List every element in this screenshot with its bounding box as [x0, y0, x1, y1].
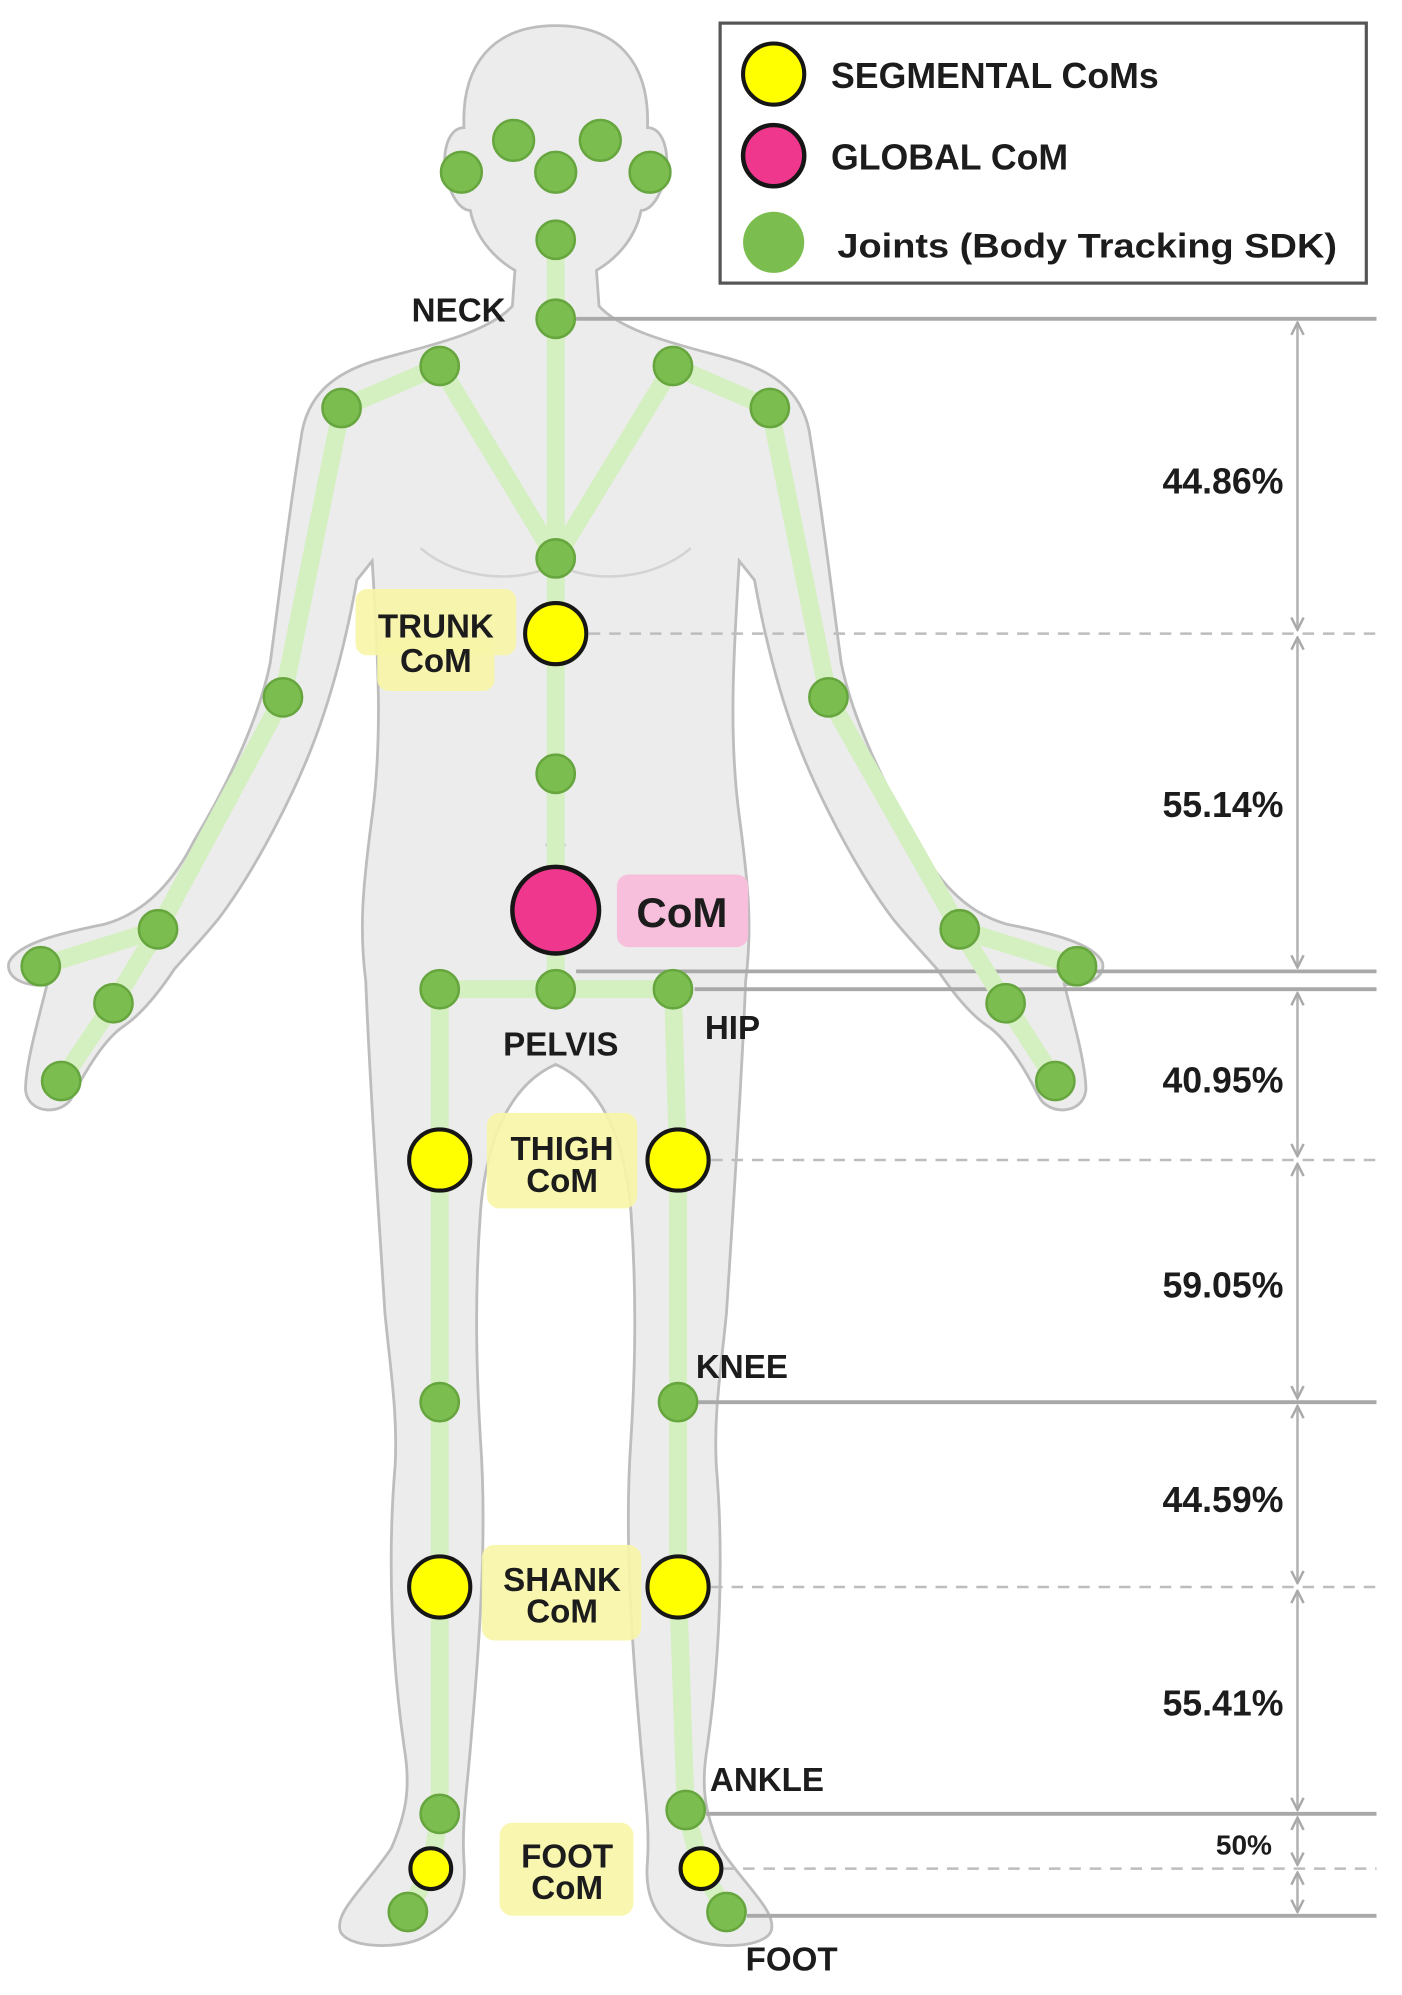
- joint-left-wrist: [137, 908, 179, 950]
- legend-green-dot-icon: [743, 211, 805, 273]
- legend-global-com-label: GLOBAL CoM: [831, 138, 1068, 178]
- joint-left-shoulder: [321, 387, 362, 429]
- trunk-com-label-line2: CoM: [400, 643, 472, 680]
- global-com-label-bg: [616, 874, 749, 948]
- legend-segmental-com-label: SEGMENTAL CoMs: [831, 56, 1159, 96]
- legend-box: [718, 21, 1368, 285]
- left-shank-com-marker: [407, 1554, 473, 1620]
- left-foot-com-marker: [408, 1846, 454, 1892]
- joint-right-wrist: [939, 908, 981, 950]
- joint-left-elbow: [262, 676, 304, 718]
- joint-neck: [535, 298, 577, 340]
- bone-right-thumb: [950, 920, 1086, 976]
- shank-com-label-line1: SHANK: [503, 1562, 621, 1599]
- joint-left-handtip: [40, 1060, 82, 1102]
- global-com-label: CoM: [636, 889, 727, 936]
- foot-com-label-line2: CoM: [531, 1870, 603, 1907]
- joint-right-hip: [652, 968, 694, 1010]
- thigh-com-label-line2: CoM: [526, 1163, 598, 1200]
- foot-percentage: 50%: [1216, 1830, 1272, 1861]
- right-thigh-com-marker: [645, 1127, 711, 1193]
- foot-label: FOOT: [746, 1942, 838, 1979]
- joint-left-eye: [491, 118, 536, 163]
- pelvis-label: PELVIS: [503, 1026, 618, 1063]
- bone-chest-right: [546, 357, 682, 568]
- joint-right-eye: [578, 118, 622, 163]
- joint-right-ankle: [665, 1789, 707, 1831]
- centers-of-mass: [407, 600, 724, 1892]
- shank-com-label-bg: [481, 1544, 642, 1641]
- joint-head: [535, 219, 577, 261]
- knee-label: KNEE: [696, 1349, 788, 1386]
- legend-yellow-circle-icon: [741, 41, 807, 107]
- thigh-upper-percentage: 40.95%: [1162, 1060, 1283, 1100]
- segment-percentages: 44.86% 55.14% 40.95% 59.05% 44.59% 55.41…: [1162, 461, 1283, 1860]
- trunk-com-marker: [523, 600, 589, 667]
- shank-lower-percentage: 55.41%: [1162, 1684, 1283, 1724]
- com-labels: TRUNK CoM CoM THIGH CoM SHANK CoM FOOT C…: [378, 608, 727, 1907]
- shank-upper-percentage: 44.59%: [1162, 1480, 1283, 1520]
- global-com-marker: [510, 864, 602, 956]
- shank-com-label-line2: CoM: [526, 1594, 598, 1631]
- joint-left-knee: [419, 1381, 461, 1423]
- right-shank-com-marker: [645, 1554, 711, 1620]
- neck-label: NECK: [412, 292, 506, 329]
- bone-left-thumb: [31, 920, 167, 976]
- joint-right-clavicle: [652, 345, 694, 387]
- thigh-lower-percentage: 59.05%: [1162, 1266, 1283, 1306]
- left-thigh-com-marker: [407, 1127, 473, 1193]
- joint-right-elbow: [808, 676, 849, 718]
- joint-spine-chest: [535, 538, 577, 579]
- joint-left-ear: [439, 150, 484, 194]
- trunk-com-label-bg-bottom: [377, 637, 495, 691]
- joint-left-ankle: [419, 1793, 461, 1835]
- joint-right-shoulder: [749, 387, 791, 429]
- joint-right-hand: [985, 982, 1027, 1024]
- joint-right-knee: [657, 1381, 699, 1423]
- joint-labels: NECK PELVIS HIP KNEE ANKLE FOOT: [412, 292, 838, 1978]
- trunk-upper-percentage: 44.86%: [1162, 461, 1283, 501]
- joint-pelvis: [535, 968, 577, 1010]
- joint-right-handtip: [1034, 1060, 1076, 1102]
- foot-com-label-line1: FOOT: [521, 1838, 613, 1875]
- joint-dots: [20, 118, 1098, 1933]
- joint-nose: [534, 150, 578, 194]
- bone-chest-left: [430, 357, 565, 568]
- right-foot-com-marker: [678, 1846, 724, 1892]
- joint-left-hip: [419, 968, 461, 1010]
- thigh-com-label-line1: THIGH: [511, 1131, 614, 1168]
- legend-pink-circle-icon: [740, 122, 807, 189]
- foot-com-label-bg: [499, 1822, 634, 1916]
- dimension-lines: [576, 316, 1377, 1918]
- trunk-com-label-line1: TRUNK: [378, 608, 494, 645]
- com-label-boxes: [355, 589, 749, 1916]
- joint-right-thumb: [1056, 945, 1098, 987]
- skeleton-bones: [31, 230, 1086, 1921]
- legend: SEGMENTAL CoMs GLOBAL CoM Joints (Body T…: [718, 21, 1368, 285]
- trunk-lower-percentage: 55.14%: [1162, 785, 1283, 825]
- joint-spine-navel: [535, 753, 577, 795]
- legend-joints-label: Joints (Body Tracking SDK): [837, 228, 1337, 266]
- joint-right-ear: [628, 150, 672, 194]
- joint-left-hand: [93, 982, 134, 1024]
- joint-right-foot: [706, 1891, 747, 1933]
- thigh-com-label-bg: [486, 1112, 638, 1209]
- hip-label: HIP: [705, 1010, 760, 1047]
- joint-left-thumb: [20, 945, 62, 987]
- joint-left-clavicle: [419, 345, 461, 387]
- joint-left-foot: [387, 1891, 429, 1933]
- ankle-label: ANKLE: [710, 1762, 824, 1799]
